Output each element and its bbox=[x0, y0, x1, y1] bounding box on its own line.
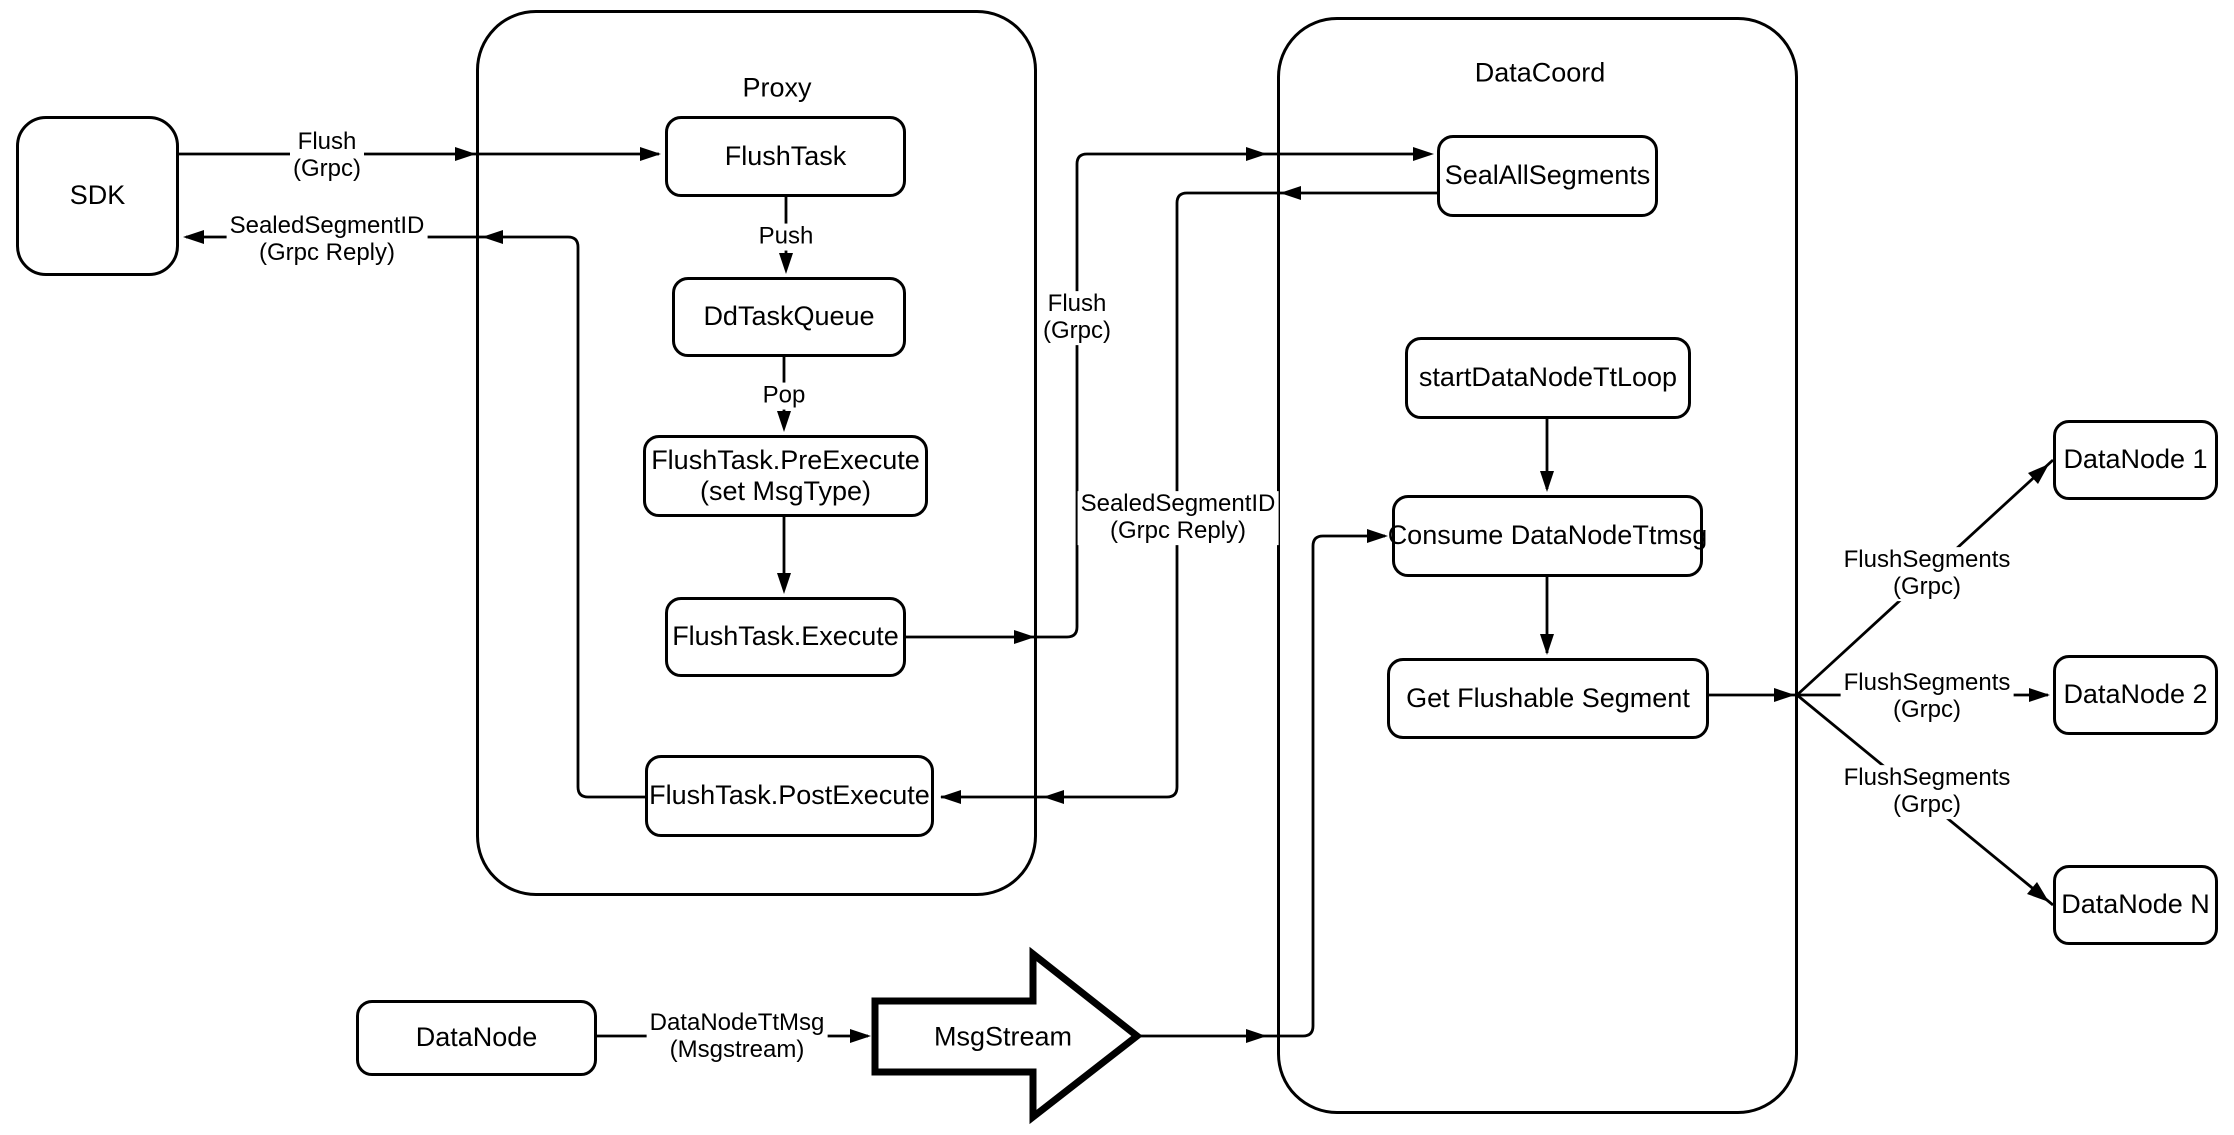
node-startdatanodettloop: startDataNodeTtLoop bbox=[1405, 337, 1691, 419]
proxy-container-title: Proxy bbox=[742, 72, 812, 103]
edge-label-pop: Pop bbox=[759, 382, 809, 410]
node-datanode-1: DataNode 1 bbox=[2053, 420, 2218, 500]
edge-label-flush-grpc-mid: Flush (Grpc) bbox=[1040, 290, 1114, 345]
edge-label-flushsegments-3: FlushSegments (Grpc) bbox=[1840, 764, 2014, 819]
node-ddtaskqueue: DdTaskQueue bbox=[672, 277, 906, 357]
node-datanode-2: DataNode 2 bbox=[2053, 655, 2218, 735]
node-datanode-n: DataNode N bbox=[2053, 865, 2218, 945]
datacoord-container bbox=[1277, 17, 1798, 1114]
edge-label-datanodettmsg: DataNodeTtMsg (Msgstream) bbox=[646, 1009, 828, 1064]
sealedsegmentid-reply-connector bbox=[186, 235, 645, 799]
msgstream-to-consume-connector bbox=[1137, 534, 1385, 1038]
node-flushtask-execute: FlushTask.Execute bbox=[665, 597, 906, 677]
edge-label-sealedsegmentid-mid: SealedSegmentID (Grpc Reply) bbox=[1077, 490, 1279, 545]
edge-label-flushsegments-2: FlushSegments (Grpc) bbox=[1840, 669, 2014, 724]
datacoord-container-title: DataCoord bbox=[1474, 57, 1606, 88]
node-flushtask-postexecute: FlushTask.PostExecute bbox=[645, 755, 934, 837]
node-get-flushable-segment: Get Flushable Segment bbox=[1387, 658, 1709, 739]
node-sdk: SDK bbox=[16, 116, 179, 276]
msgstream-arrow-shape bbox=[871, 946, 1143, 1125]
edge-label-flushsegments-1: FlushSegments (Grpc) bbox=[1840, 546, 2014, 601]
node-flushtask: FlushTask bbox=[665, 116, 906, 197]
proxy-container bbox=[476, 10, 1037, 896]
node-flushtask-preexecute: FlushTask.PreExecute (set MsgType) bbox=[643, 435, 928, 517]
node-datanode: DataNode bbox=[356, 1000, 597, 1076]
flush-grpc-mid-connector bbox=[905, 152, 1430, 639]
edge-label-flush-grpc: Flush (Grpc) bbox=[290, 128, 364, 183]
msgstream-shape-label: MsgStream bbox=[933, 1021, 1073, 1052]
edge-label-sealedsegmentid-reply: SealedSegmentID (Grpc Reply) bbox=[226, 212, 428, 267]
edge-label-push: Push bbox=[755, 223, 817, 251]
node-consume-datanodettmsg: Consume DataNodeTtmsg bbox=[1388, 495, 1707, 577]
node-sealallsegments: SealAllSegments bbox=[1437, 135, 1658, 217]
